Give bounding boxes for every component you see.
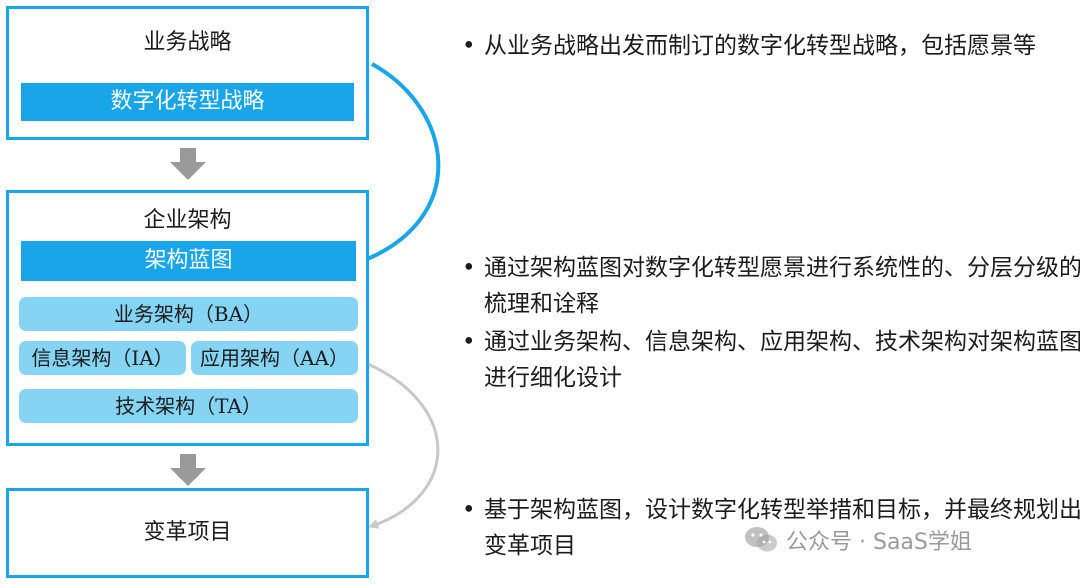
business-strategy-title: 业务战略 xyxy=(143,30,232,55)
business-strategy-box: 业务战略 数字化转型战略 xyxy=(6,6,369,140)
note-strategy: • 从业务战略出发而制订的数字化转型战略，包括愿景等 xyxy=(462,28,1080,64)
bullet-dot: • xyxy=(462,497,476,523)
transformation-projects-title: 变革项目 xyxy=(143,520,232,545)
bullet-dot: • xyxy=(462,33,476,59)
transformation-projects-box: 变革项目 xyxy=(6,488,369,578)
architecture-blueprint-bar: 架构蓝图 xyxy=(21,241,356,281)
down-arrow-2 xyxy=(170,454,206,486)
enterprise-architecture-box: 企业架构 架构蓝图 业务架构（BA） 信息架构（IA） 应用架构（AA） 技术架… xyxy=(6,190,369,446)
note-detailed-design-text: 通过业务架构、信息架构、应用架构、技术架构对架构蓝图进行细化设计 xyxy=(484,329,1080,391)
note-detailed-design: • 通过业务架构、信息架构、应用架构、技术架构对架构蓝图进行细化设计 xyxy=(462,324,1080,396)
note-projects: • 基于架构蓝图，设计数字化转型举措和目标，并最终规划出变革项目 xyxy=(462,492,1080,564)
application-architecture-bar: 应用架构（AA） xyxy=(191,341,358,375)
business-architecture-bar: 业务架构（BA） xyxy=(19,297,358,331)
watermark: 公众号 · SaaS学姐 xyxy=(744,524,972,556)
bullet-dot: • xyxy=(462,329,476,355)
note-strategy-text: 从业务战略出发而制订的数字化转型战略，包括愿景等 xyxy=(484,33,1036,59)
note-projects-text: 基于架构蓝图，设计数字化转型举措和目标，并最终规划出变革项目 xyxy=(484,497,1080,559)
enterprise-architecture-title: 企业架构 xyxy=(143,208,232,233)
wechat-icon xyxy=(745,527,777,552)
architecture-to-project-arrow xyxy=(357,358,440,529)
technology-architecture-bar: 技术架构（TA） xyxy=(19,389,358,423)
bullet-dot: • xyxy=(462,255,476,281)
digital-transformation-strategy-bar: 数字化转型战略 xyxy=(21,83,354,121)
down-arrow-1 xyxy=(170,148,206,180)
note-blueprint-text: 通过架构蓝图对数字化转型愿景进行系统性的、分层分级的梳理和诠释 xyxy=(484,255,1080,317)
note-blueprint: • 通过架构蓝图对数字化转型愿景进行系统性的、分层分级的梳理和诠释 xyxy=(462,250,1080,322)
strategy-to-blueprint-arrow xyxy=(356,62,441,265)
information-architecture-bar: 信息架构（IA） xyxy=(19,341,186,375)
watermark-text: 公众号 · SaaS学姐 xyxy=(786,530,972,555)
